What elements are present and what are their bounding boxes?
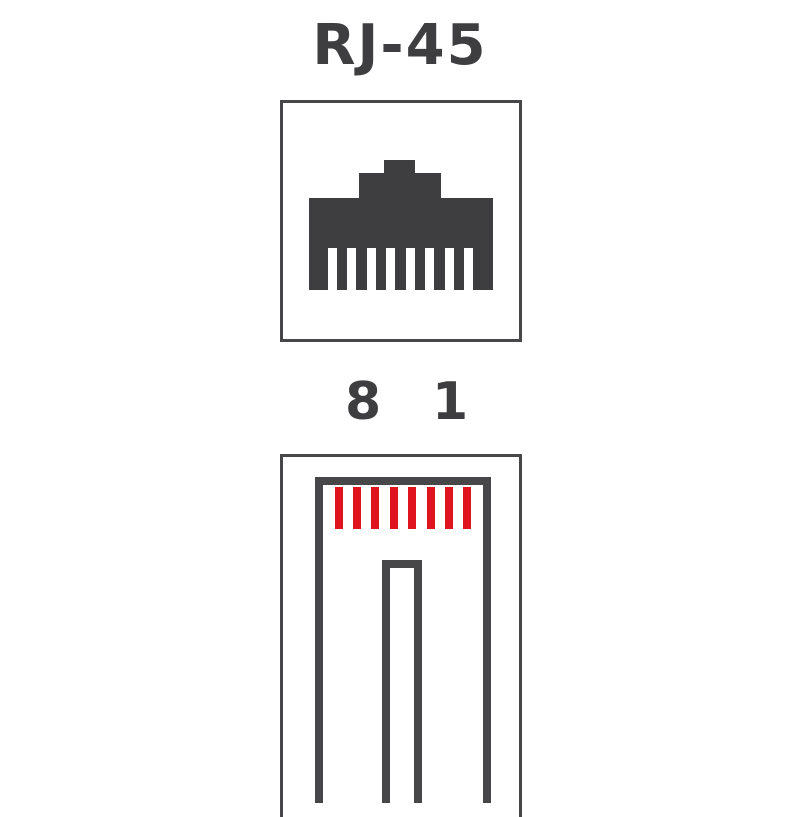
pin-label-1: 1 xyxy=(432,372,469,432)
socket-frame xyxy=(280,100,522,342)
rj45-socket-icon xyxy=(309,160,493,291)
pin-label-8: 8 xyxy=(345,372,382,432)
socket-contact-slots xyxy=(328,248,473,291)
plug-latch xyxy=(382,560,422,803)
plug-frame xyxy=(280,454,522,817)
rj45-plug-icon xyxy=(315,477,491,803)
diagram-title: RJ-45 xyxy=(312,13,488,78)
plug-contacts xyxy=(335,487,471,529)
pin-number-labels: 8 1 xyxy=(0,372,800,432)
